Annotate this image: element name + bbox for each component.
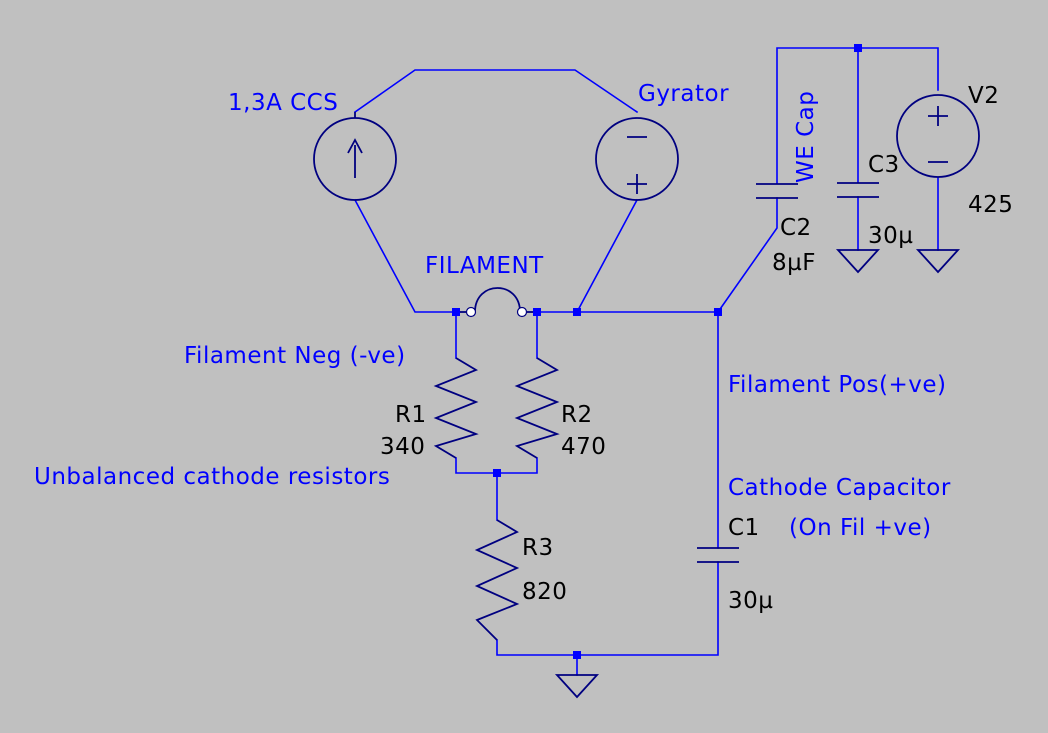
junction-dot	[452, 308, 460, 316]
wires	[353, 47, 939, 676]
wire-c1-to-ground-rail	[496, 561, 719, 656]
junction-dot	[714, 308, 722, 316]
wire-ccs-to-filament-neg	[353, 198, 457, 313]
cathode-cap-label: Cathode Capacitor	[728, 475, 951, 501]
c1-name: C1	[728, 515, 760, 541]
resistor-r1	[433, 357, 479, 459]
ground-symbol-main	[554, 674, 600, 699]
c2-name: C2	[780, 215, 812, 241]
ccs-current-source	[313, 112, 397, 201]
r2-name: R2	[561, 402, 593, 428]
r1-name: R1	[395, 402, 427, 428]
capacitor-c3	[837, 182, 879, 198]
filament-pos-label: Filament Pos(+ve)	[728, 372, 946, 398]
c1-value: 30µ	[728, 588, 773, 614]
junction-dot	[573, 651, 581, 659]
capacitor-c1	[697, 547, 739, 563]
v2-value: 425	[968, 192, 1013, 218]
v2-name: V2	[968, 83, 999, 109]
ground-symbol-c3	[835, 249, 881, 274]
resistor-r2	[514, 357, 560, 459]
junction-dot	[533, 308, 541, 316]
resistor-r3	[474, 519, 520, 641]
junction-dot	[493, 469, 501, 477]
c3-name: C3	[868, 152, 900, 178]
wire-gyrator-to-filament-pos	[575, 198, 639, 314]
filament-element	[456, 287, 537, 318]
junctions	[452, 44, 862, 659]
wire-rail-to-c2	[716, 197, 778, 314]
junction-dot	[854, 44, 862, 52]
on-fil-label: (On Fil +ve)	[789, 515, 932, 541]
wire-ccs-gyrator-top	[353, 69, 639, 114]
unbalanced-label: Unbalanced cathode resistors	[34, 464, 390, 490]
c3-value: 30µ	[868, 223, 913, 249]
c2-value: 8µF	[772, 250, 816, 276]
r3-name: R3	[522, 535, 554, 561]
junction-dot	[573, 308, 581, 316]
ground-symbol-v2	[915, 249, 961, 274]
we-cap-label: WE Cap	[793, 91, 819, 183]
r2-value: 470	[561, 434, 606, 460]
gyrator-label: Gyrator	[638, 81, 729, 107]
capacitor-c2	[756, 183, 798, 199]
filament-neg-label: Filament Neg (-ve)	[184, 343, 406, 369]
r3-value: 820	[522, 579, 567, 605]
voltage-source-v2	[896, 94, 980, 178]
r1-value: 340	[380, 434, 425, 460]
gyrator-source	[595, 117, 679, 201]
filament-label: FILAMENT	[425, 253, 544, 279]
ccs-label: 1,3A CCS	[228, 90, 338, 116]
